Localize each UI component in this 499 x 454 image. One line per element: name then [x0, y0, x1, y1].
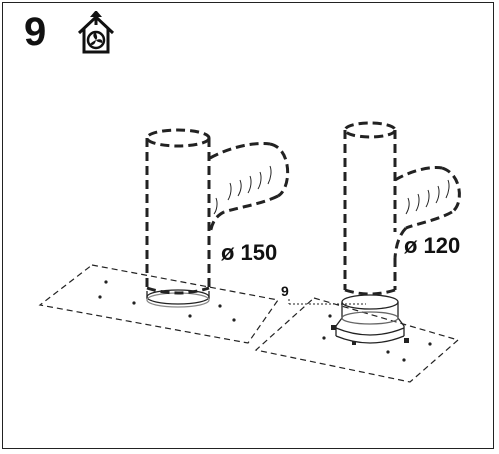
callout-number: 9 — [281, 283, 289, 299]
duct-vertical-150 — [145, 128, 211, 295]
plate-holes-right — [322, 314, 432, 362]
adapter-collar-right — [335, 294, 405, 344]
flex-duct-150-ribs — [213, 165, 272, 215]
flex-duct-120 — [393, 166, 461, 290]
step-number: 9 — [24, 10, 47, 54]
plate-holes-left — [98, 280, 236, 322]
ceiling-plate-left — [38, 264, 280, 344]
flex-duct-120-ribs — [405, 179, 450, 215]
adapter-clips — [331, 325, 409, 345]
duct-vertical-120 — [343, 121, 397, 296]
duct-diameter-120-label: ø 120 — [404, 233, 461, 258]
panel-frame — [2, 2, 494, 449]
flex-duct-150 — [208, 142, 290, 235]
callout-leader — [288, 299, 366, 305]
house-fan-exhaust-icon — [76, 10, 116, 55]
ceiling-plate-right — [254, 297, 460, 383]
duct-diameter-150-label: ø 150 — [221, 240, 278, 265]
